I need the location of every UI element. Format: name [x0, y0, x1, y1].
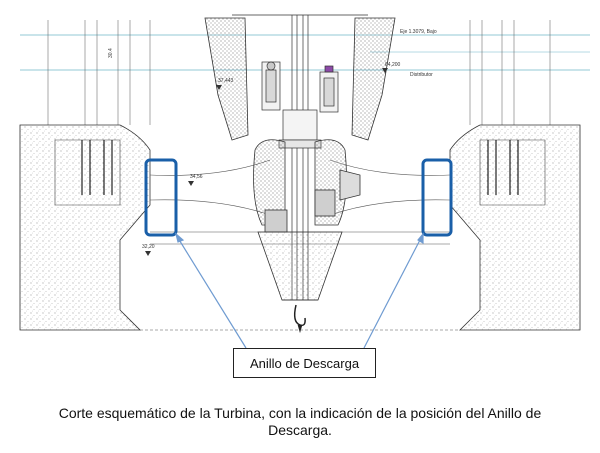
- right-concrete-wall: [449, 124, 581, 331]
- elevation-markers: [145, 68, 388, 256]
- label-el-top-right: Eje 1.3079, Bajo: [400, 29, 437, 35]
- left-concrete-wall: [19, 124, 151, 331]
- flow-passage-lines: [149, 159, 451, 245]
- top-right-vertical-lines: [469, 20, 551, 125]
- callout-label: Anillo de Descarga: [249, 355, 360, 371]
- servomotor-left: [261, 61, 281, 111]
- label-el-64: 64,200: [385, 62, 401, 68]
- elevation-labels: Eje 1.3079, Bajo 64,200 Distributor 37,4…: [108, 29, 437, 250]
- elevation-guide-lines: [20, 34, 590, 71]
- turbine-runner: [253, 139, 361, 233]
- anchor-bolts-right: [487, 140, 519, 195]
- label-el-32: 32,20: [142, 244, 155, 250]
- foundation-lines: [19, 125, 581, 331]
- figure-caption: Corte esquemático de la Turbina, con la …: [10, 405, 590, 439]
- upper-funnel-structure: [204, 14, 396, 141]
- discharge-ring-callout: Anillo de Descarga: [233, 348, 376, 378]
- caption-line-2: Descarga.: [268, 422, 332, 438]
- label-el-37: 37,443: [218, 78, 234, 84]
- servomotor-right: [319, 65, 339, 113]
- caption-line-1: Corte esquemático de la Turbina, con la …: [58, 405, 542, 421]
- label-distributor: Distributor: [410, 72, 433, 78]
- discharge-ring-highlight-left: [144, 158, 178, 237]
- anchor-bolts-left: [81, 140, 113, 195]
- label-el-34: 34,56: [190, 174, 203, 180]
- top-left-vertical-lines: [47, 20, 151, 125]
- draft-tube-cone: [257, 231, 343, 334]
- turbine-shaft: [278, 15, 322, 300]
- label-level-left: 30.4: [108, 48, 114, 58]
- discharge-ring-highlight-right: [421, 158, 453, 237]
- callout-arrows: [174, 232, 424, 349]
